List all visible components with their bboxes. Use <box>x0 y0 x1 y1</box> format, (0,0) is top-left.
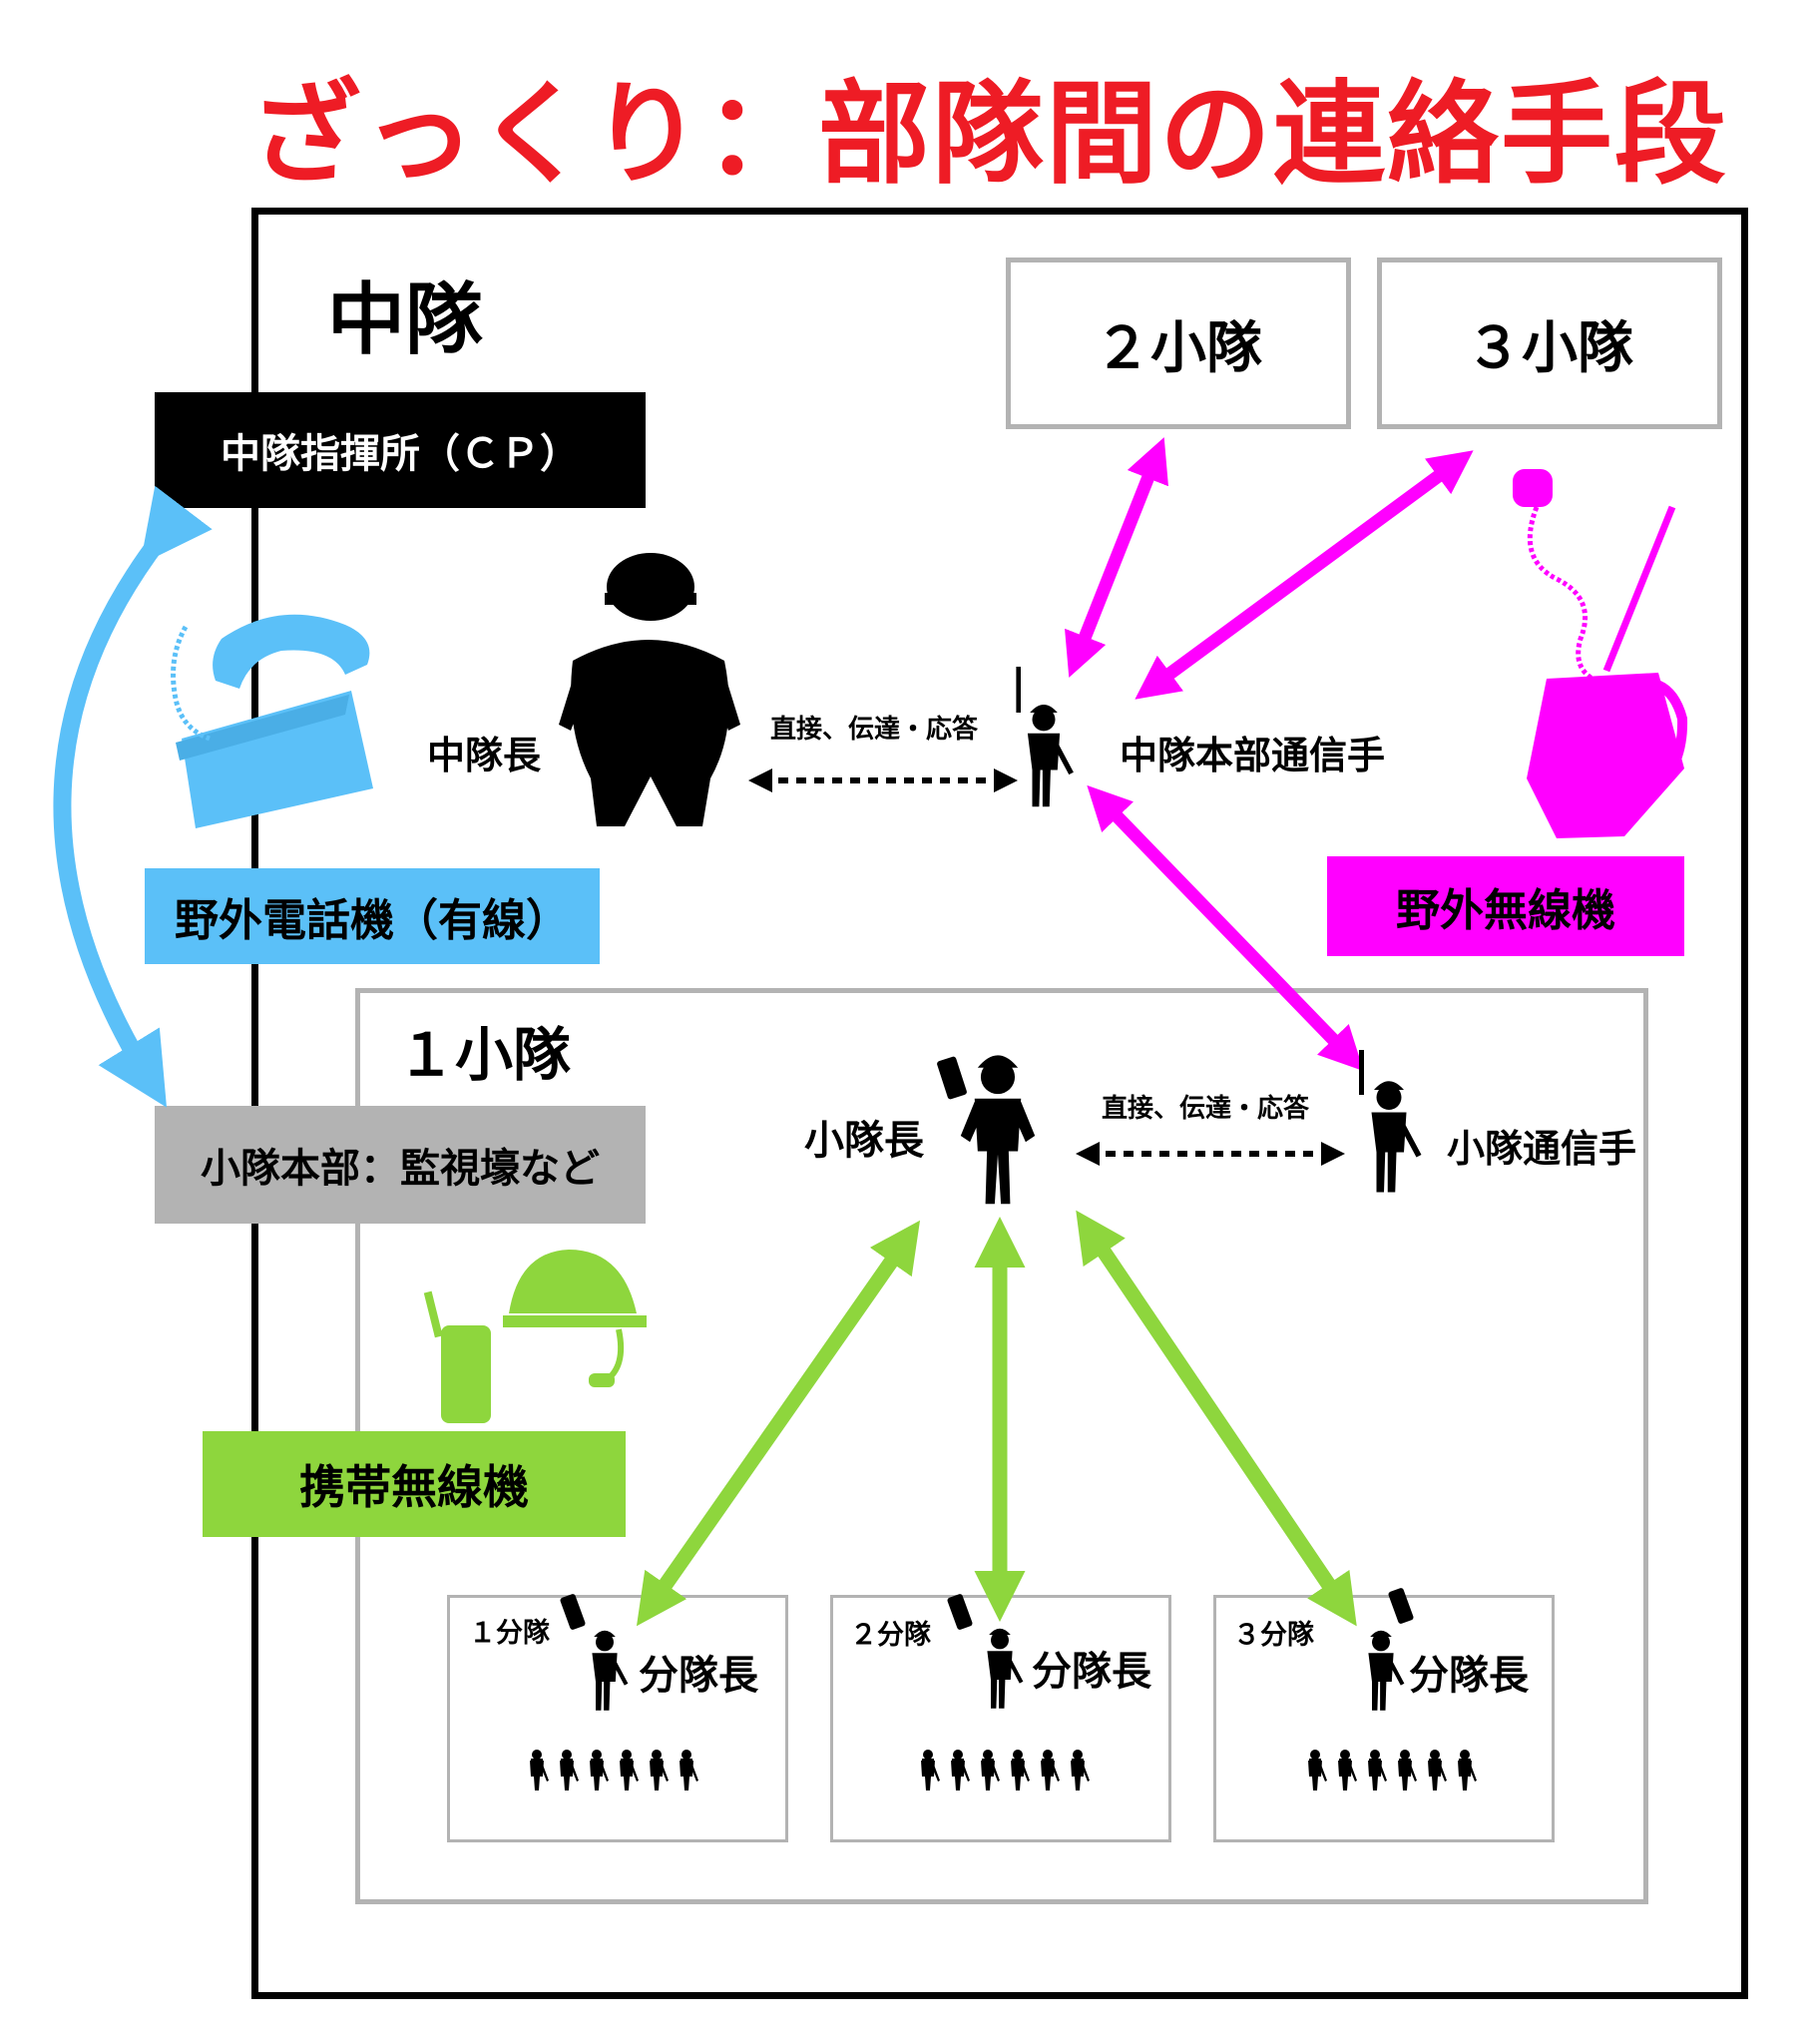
squad-1-members-icon <box>530 1750 698 1790</box>
company-frame <box>251 208 1748 1999</box>
field-radio-label: 野外無線機 <box>1396 885 1615 936</box>
platoon-hq-label: 小隊本部：監視壕など <box>201 1146 600 1192</box>
platoon-3-label: ３小隊 <box>1466 315 1633 381</box>
company-hq-radioman-label: 中隊本部通信手 <box>1120 733 1386 777</box>
platoon-2-box: ２小隊 <box>1006 257 1351 429</box>
squad-2-members-icon <box>921 1750 1090 1790</box>
handheld-radio-icon <box>423 1250 647 1423</box>
handheld-arrow-squad-3 <box>1076 1210 1357 1627</box>
squad-3-radio-icon <box>1388 1588 1414 1624</box>
squad-1-box <box>447 1595 788 1842</box>
direct-link-1-label: 直接、伝達・応答 <box>770 715 979 745</box>
squad-2-radio-icon <box>947 1594 973 1630</box>
field-radio-tag: 野外無線機 <box>1327 856 1684 956</box>
squad-3-members-icon <box>1308 1750 1477 1790</box>
squad-1-name: １分隊 <box>469 1618 550 1649</box>
platoon-leader-icon <box>960 1055 1036 1205</box>
radio-arrow-platoon-2 <box>1065 437 1168 678</box>
squad-3-leader-label: 分隊長 <box>1409 1652 1529 1699</box>
squad-2-leader-label: 分隊長 <box>1032 1648 1151 1695</box>
platoon-radioman-label: 小隊通信手 <box>1447 1126 1637 1171</box>
page-title: ざっくり：部隊間の連絡手段 <box>249 70 1728 200</box>
company-label: 中隊 <box>327 275 484 365</box>
company-commander-label: 中隊長 <box>427 733 542 777</box>
squad-1-leader-icon <box>592 1630 629 1711</box>
handheld-radio-tag: 携帯無線機 <box>203 1431 626 1537</box>
radio-arrow-platoon-1 <box>1087 784 1364 1072</box>
field-radio-icon <box>1513 469 1688 838</box>
squad-3-box <box>1213 1595 1555 1842</box>
cp-tag: 中隊指揮所（ＣＰ） <box>155 392 646 508</box>
field-phone-label: 野外電話機（有線） <box>175 895 570 946</box>
radio-arrow-platoon-3 <box>1135 450 1474 700</box>
platoon-leader-radio-icon <box>937 1056 967 1100</box>
squad-1-radio-icon <box>560 1594 586 1630</box>
platoon-3-box: ３小隊 <box>1377 257 1722 429</box>
field-phone-tag: 野外電話機（有線） <box>145 868 600 964</box>
company-commander-icon <box>559 553 740 826</box>
platoon-radioman-icon <box>1359 1050 1422 1193</box>
platoon-1-label: １小隊 <box>397 1021 572 1089</box>
field-phone-icon <box>171 614 373 828</box>
handheld-arrow-squad-1 <box>636 1220 921 1627</box>
cp-label: 中隊指揮所（ＣＰ） <box>221 431 580 477</box>
squad-2-leader-icon <box>987 1628 1024 1709</box>
platoon-2-label: ２小隊 <box>1095 315 1262 381</box>
platoon-hq-tag: 小隊本部：監視壕など <box>155 1106 646 1224</box>
platoon-leader-label: 小隊長 <box>804 1117 924 1164</box>
company-hq-radioman-icon <box>1016 667 1074 807</box>
squad-3-leader-icon <box>1368 1630 1405 1711</box>
handheld-radio-label: 携帯無線機 <box>299 1460 529 1514</box>
direct-link-2-label: 直接、伝達・応答 <box>1102 1094 1310 1124</box>
wired-link-arrow <box>53 485 213 1108</box>
squad-1-leader-label: 分隊長 <box>639 1652 758 1699</box>
